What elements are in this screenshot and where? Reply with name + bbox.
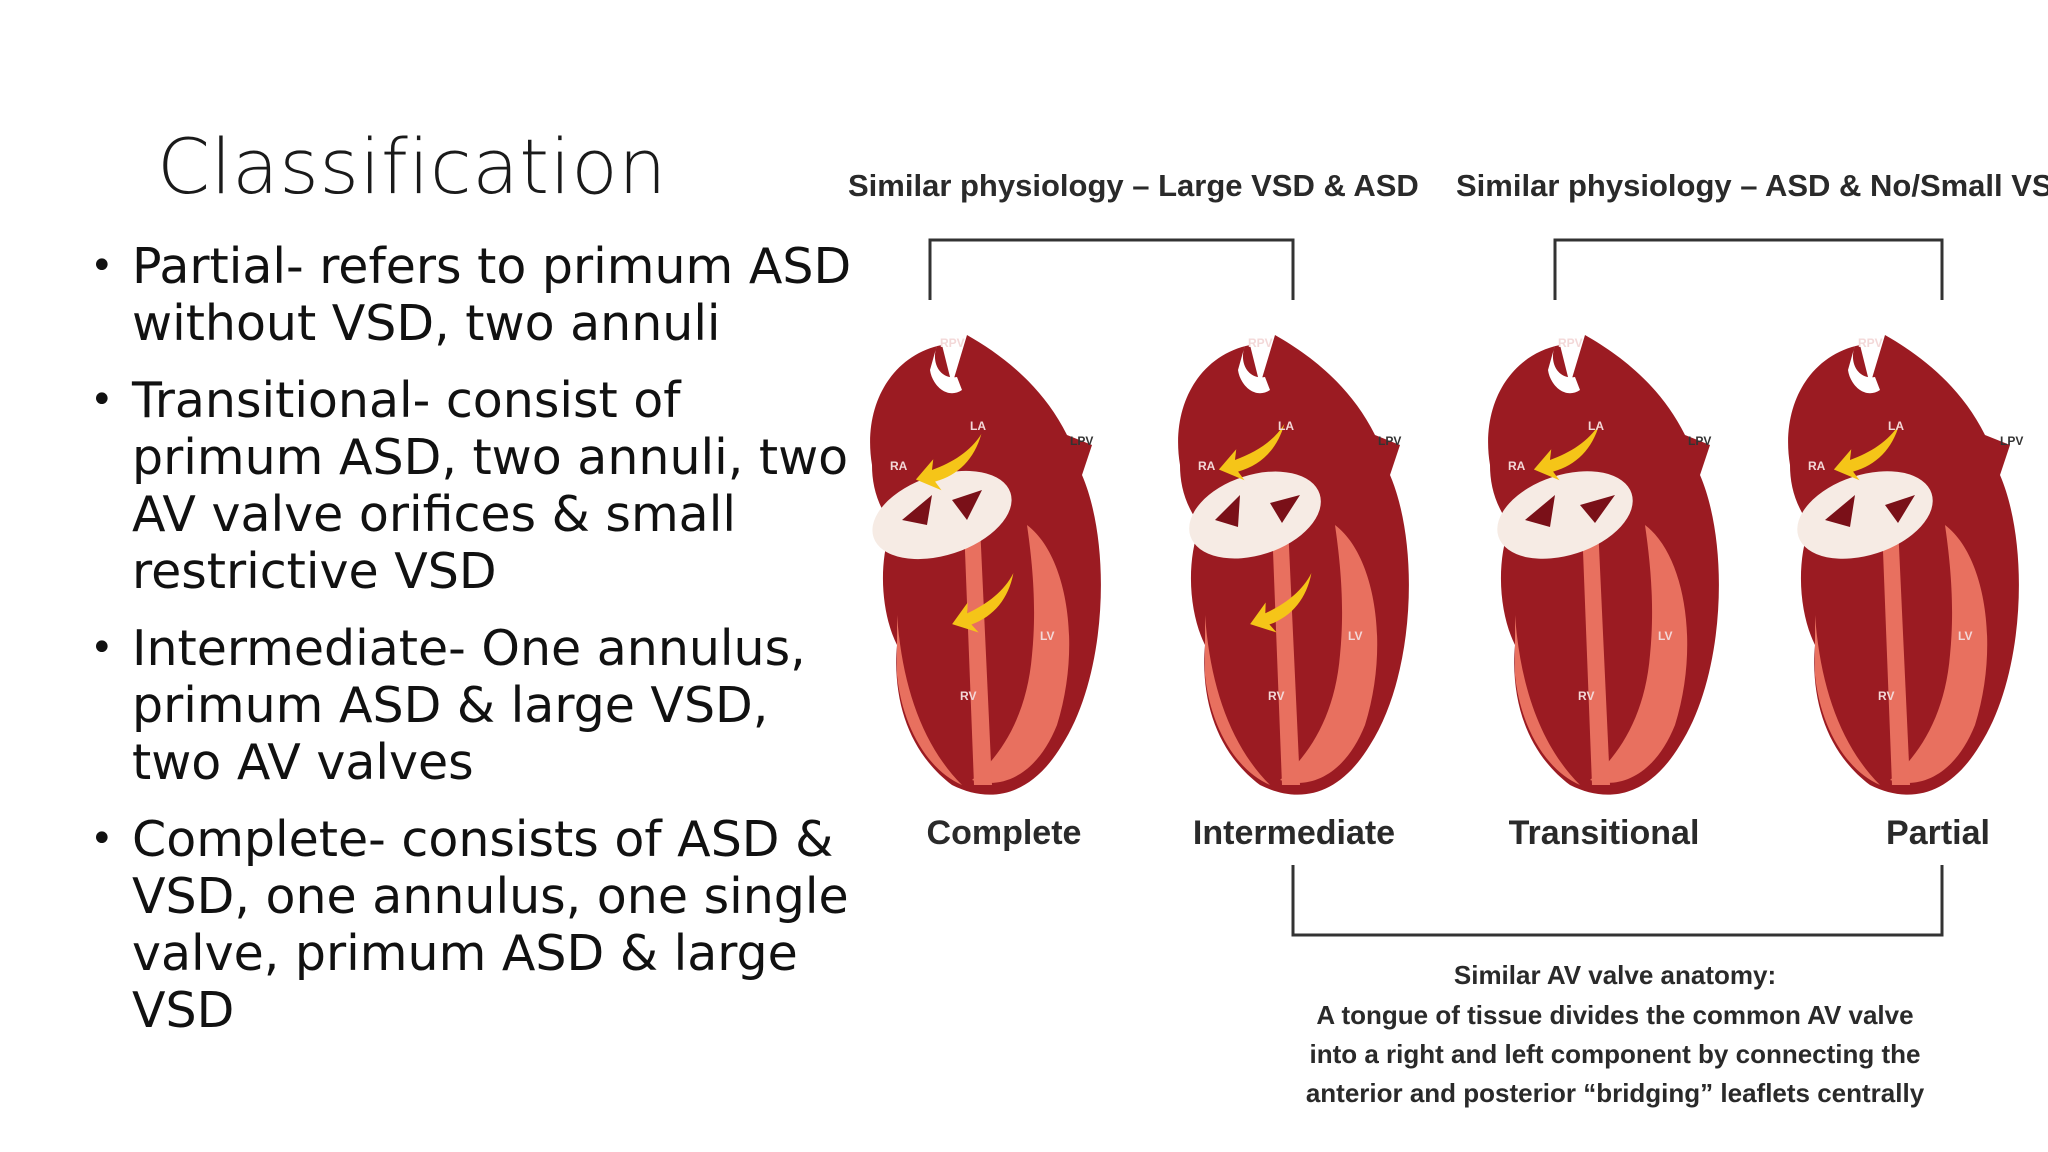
bullet-list: • Partial- refers to primum ASD without V… (90, 238, 870, 1059)
label-ra-3: RA (1508, 459, 1526, 473)
bullet-dot-icon: • (90, 816, 114, 862)
label-la-2: LA (1278, 419, 1294, 433)
bracket-left (928, 238, 1295, 300)
bracket-right (1553, 238, 1944, 300)
bullet-partial: • Partial- refers to primum ASD without V… (90, 238, 870, 352)
bullet-dot-icon: • (90, 377, 114, 423)
label-lpv-1: LPV (1070, 434, 1093, 448)
label-rpv-1: RPV (940, 336, 965, 350)
label-la-1: LA (970, 419, 986, 433)
label-rpv-3: RPV (1558, 336, 1583, 350)
av-canal-figure: Similar physiology – Large VSD & ASD Sim… (848, 168, 2048, 1108)
slide-title: Classification (157, 122, 667, 211)
heart-label-intermediate: Intermediate (1193, 814, 1395, 852)
bullet-transitional: • Transitional- consist of primum ASD, tw… (90, 372, 870, 600)
label-lv-1: LV (1040, 629, 1054, 643)
label-ra-2: RA (1198, 459, 1216, 473)
label-la-3: LA (1588, 419, 1604, 433)
bullet-text: Intermediate- One annulus, primum ASD & … (132, 620, 806, 791)
caption-title: Similar AV valve anatomy: (1454, 960, 1776, 990)
heart-transitional (1488, 335, 1719, 795)
label-rv-2: RV (1268, 689, 1284, 703)
heart-complete (870, 335, 1101, 795)
label-lpv-3: LPV (1688, 434, 1711, 448)
label-lv-2: LV (1348, 629, 1362, 643)
label-lpv-2: LPV (1378, 434, 1401, 448)
label-lv-4: LV (1958, 629, 1972, 643)
caption-line-1: A tongue of tissue divides the common AV… (1316, 1000, 1913, 1030)
bullet-text: Complete- consists of ASD & VSD, one ann… (132, 811, 849, 1039)
bullet-complete: • Complete- consists of ASD & VSD, one an… (90, 811, 870, 1039)
caption-line-3: anterior and posterior “bridging” leafle… (1306, 1078, 1925, 1108)
caption-line-2: into a right and left component by conne… (1310, 1039, 1921, 1069)
heart-partial (1788, 335, 2019, 795)
heart-label-transitional: Transitional (1509, 814, 1700, 852)
label-ra-4: RA (1808, 459, 1826, 473)
label-lpv-4: LPV (2000, 434, 2023, 448)
group-left-label: Similar physiology – Large VSD & ASD (848, 168, 1419, 203)
bullet-text: Partial- refers to primum ASD without VS… (132, 238, 852, 352)
label-rpv-2: RPV (1248, 336, 1273, 350)
bullet-dot-icon: • (90, 625, 114, 671)
heart-label-complete: Complete (927, 814, 1082, 852)
bracket-bottom (1291, 865, 1944, 937)
bullet-dot-icon: • (90, 243, 114, 289)
bullet-text: Transitional- consist of primum ASD, two… (132, 372, 849, 600)
label-rv-1: RV (960, 689, 976, 703)
label-lv-3: LV (1658, 629, 1672, 643)
label-rpv-4: RPV (1858, 336, 1883, 350)
heart-intermediate (1178, 335, 1409, 795)
label-rv-3: RV (1578, 689, 1594, 703)
label-rv-4: RV (1878, 689, 1894, 703)
group-right-label: Similar physiology – ASD & No/Small VSD (1456, 168, 2048, 203)
label-ra-1: RA (890, 459, 908, 473)
label-la-4: LA (1888, 419, 1904, 433)
heart-label-partial: Partial (1886, 814, 1990, 852)
bullet-intermediate: • Intermediate- One annulus, primum ASD &… (90, 620, 870, 791)
